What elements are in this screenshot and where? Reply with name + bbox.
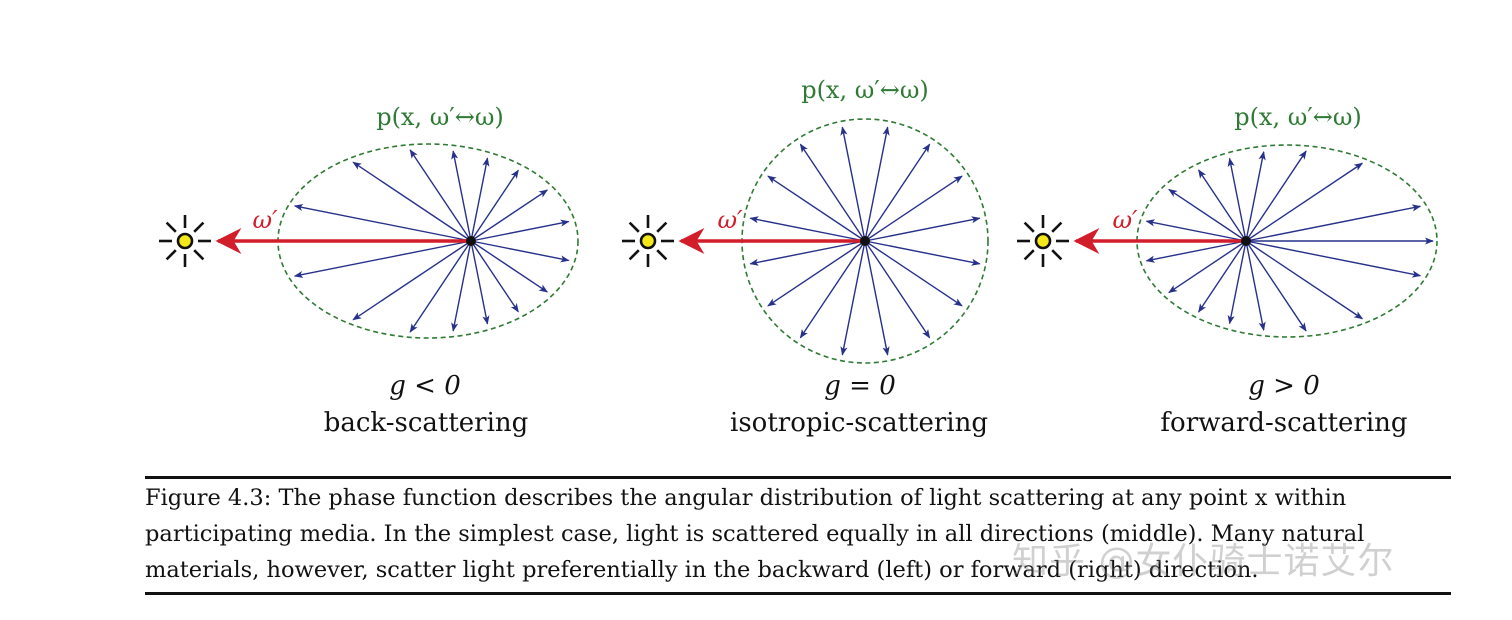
caption-top-rule bbox=[145, 476, 1451, 479]
scattered-direction-arrow bbox=[1198, 169, 1247, 242]
scattered-direction-arrow bbox=[864, 143, 931, 242]
panel-forward-scattering: ω′ p(x, ω′↔ω) g > 0 forward-scattering bbox=[1017, 103, 1438, 438]
scattered-direction-arrow bbox=[409, 149, 472, 242]
scattered-direction-arrow bbox=[470, 240, 570, 263]
scattered-direction-arrow bbox=[470, 189, 549, 242]
scattered-direction-arrow bbox=[767, 175, 866, 242]
phase-function-figure: ω′ p(x, ω′↔ω) g < 0 back-scattering ω′ p(x, ω… bbox=[159, 76, 1438, 438]
asymmetry-parameter-label: g < 0 bbox=[389, 371, 461, 401]
scattered-direction-arrow bbox=[293, 203, 472, 242]
panel-back-scattering: ω′ p(x, ω′↔ω) g < 0 back-scattering bbox=[159, 103, 579, 438]
scattering-type-label: isotropic-scattering bbox=[730, 408, 988, 438]
phase-function-label: p(x, ω′↔ω) bbox=[801, 76, 929, 104]
scattered-direction-arrow bbox=[470, 219, 570, 242]
scattered-direction-arrow bbox=[864, 216, 981, 242]
light-source-icon bbox=[159, 215, 211, 267]
phase-lobe-outline bbox=[1136, 144, 1438, 338]
scattered-direction-arrow bbox=[864, 175, 963, 242]
scattered-direction-arrow bbox=[1245, 240, 1364, 320]
caption-bottom-rule bbox=[145, 592, 1451, 595]
asymmetry-parameter-label: g > 0 bbox=[1248, 371, 1320, 401]
scattered-direction-arrow bbox=[840, 240, 866, 356]
scattered-direction-arrow bbox=[451, 240, 472, 332]
figure-caption: Figure 4.3: The phase function describes… bbox=[145, 480, 1455, 588]
scattered-direction-arrow bbox=[1168, 240, 1247, 294]
scattered-direction-arrow bbox=[352, 161, 472, 242]
scattered-direction-arrow bbox=[470, 240, 519, 313]
phase-function-label: p(x, ω′↔ω) bbox=[376, 103, 504, 131]
scattered-direction-arrow bbox=[799, 143, 866, 242]
scattered-direction-arrow bbox=[749, 216, 866, 242]
phase-function-label: p(x, ω′↔ω) bbox=[1234, 103, 1362, 131]
scattered-direction-arrow bbox=[1198, 240, 1247, 313]
scattering-type-label: back-scattering bbox=[324, 408, 529, 438]
scattering-point bbox=[466, 236, 476, 246]
scattered-direction-arrow bbox=[470, 240, 490, 325]
scattered-direction-arrow bbox=[864, 240, 890, 356]
scattered-direction-arrow bbox=[1227, 240, 1247, 325]
caption-line-3: materials, however, scatter light prefer… bbox=[145, 557, 1259, 583]
scattered-direction-arrow bbox=[1245, 150, 1307, 242]
incoming-direction-label: ω′ bbox=[252, 206, 278, 234]
scattered-direction-arrow bbox=[864, 126, 890, 242]
scattered-direction-arrow bbox=[864, 240, 963, 307]
caption-line-1: Figure 4.3: The phase function describes… bbox=[145, 480, 1455, 516]
panel-isotropic-scattering: ω′ p(x, ω′↔ω) g = 0 isotropic-scattering bbox=[622, 76, 989, 438]
caption-line-1-text: Figure 4.3: The phase function describes… bbox=[145, 485, 1347, 511]
light-source-icon bbox=[1017, 215, 1069, 267]
scattered-direction-arrow bbox=[352, 240, 472, 321]
scattered-direction-arrow bbox=[1145, 240, 1247, 263]
scattered-direction-arrow bbox=[470, 240, 549, 293]
scattering-point bbox=[1241, 236, 1251, 246]
incoming-direction-label: ω′ bbox=[1112, 206, 1138, 234]
scattered-direction-arrow bbox=[1245, 162, 1364, 242]
scattering-point bbox=[860, 236, 870, 246]
scattered-direction-arrow bbox=[1145, 219, 1247, 242]
scattering-type-label: forward-scattering bbox=[1160, 408, 1407, 438]
scattered-direction-arrow bbox=[767, 240, 866, 307]
scattered-direction-arrow bbox=[1245, 240, 1307, 332]
watermark: 知乎 @女仆骑士诺艾尔 bbox=[1012, 541, 1395, 582]
light-source-icon bbox=[622, 215, 674, 267]
asymmetry-parameter-label: g = 0 bbox=[824, 371, 896, 401]
scattered-direction-arrow bbox=[1245, 204, 1422, 242]
scattered-direction-arrow bbox=[840, 126, 866, 242]
scattered-direction-arrow bbox=[409, 240, 472, 333]
scattered-direction-arrow bbox=[1245, 240, 1422, 278]
figure-drawing: ω′ p(x, ω′↔ω) g < 0 back-scattering ω′ p(x, ω… bbox=[159, 76, 1438, 438]
scattered-direction-arrow bbox=[1245, 151, 1266, 242]
scattered-direction-arrow bbox=[799, 240, 866, 339]
scattered-direction-arrow bbox=[293, 240, 472, 279]
scattered-direction-arrow bbox=[864, 240, 931, 339]
scattered-direction-arrow bbox=[470, 169, 519, 242]
caption-line-2: participating media. In the simplest cas… bbox=[145, 521, 1365, 547]
scattered-direction-arrow bbox=[470, 157, 490, 242]
scattered-direction-arrow bbox=[1168, 188, 1247, 242]
scattered-direction-arrow bbox=[451, 150, 472, 242]
scattered-direction-arrow bbox=[864, 240, 981, 266]
scattered-direction-arrow bbox=[1227, 157, 1247, 242]
scattered-direction-arrow bbox=[749, 240, 866, 266]
incoming-direction-label: ω′ bbox=[717, 206, 743, 234]
scattered-direction-arrow bbox=[1245, 240, 1266, 331]
